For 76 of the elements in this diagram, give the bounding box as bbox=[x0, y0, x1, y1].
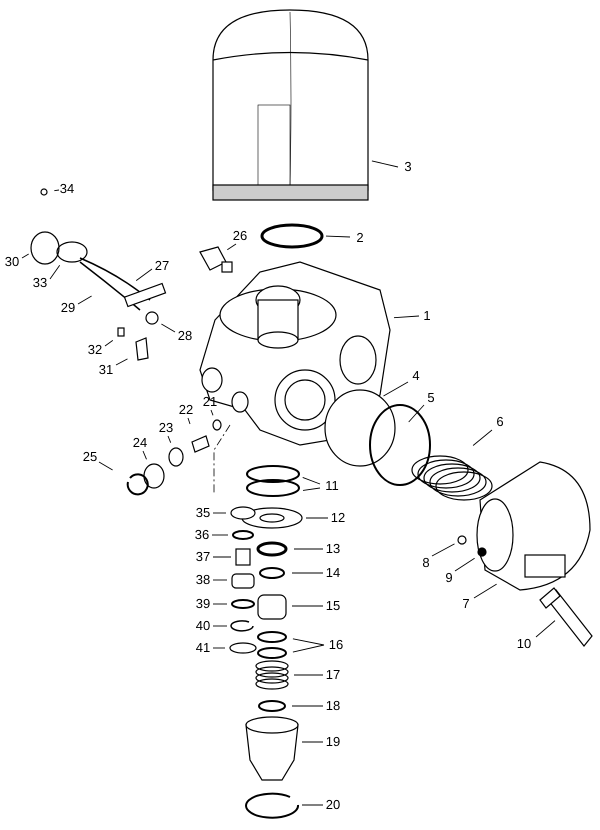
leader-line bbox=[302, 804, 324, 806]
callout-number: 40 bbox=[196, 619, 210, 633]
callout-number: 5 bbox=[427, 391, 435, 405]
callout-number: 18 bbox=[326, 699, 340, 713]
callout-number: 30 bbox=[4, 255, 20, 269]
callout-number: 3 bbox=[404, 160, 412, 174]
leader-line bbox=[160, 324, 176, 332]
callout-number: 19 bbox=[326, 735, 340, 749]
leader-line bbox=[22, 254, 30, 258]
callout-number: 15 bbox=[326, 599, 340, 613]
callout-number: 31 bbox=[98, 363, 114, 377]
callout-number: 14 bbox=[326, 566, 340, 580]
leader-line bbox=[472, 430, 492, 446]
callout-number: 25 bbox=[82, 450, 98, 464]
callout-number: 1 bbox=[423, 309, 431, 323]
leader-line bbox=[50, 264, 60, 280]
callout-number: 29 bbox=[60, 301, 76, 315]
callout-number: 8 bbox=[422, 556, 430, 570]
leader-line bbox=[474, 584, 498, 598]
leader-line bbox=[142, 450, 147, 460]
callout-number: 23 bbox=[158, 421, 174, 435]
callout-number: 34 bbox=[60, 182, 74, 196]
leader-line bbox=[98, 462, 114, 470]
callout-number: 26 bbox=[232, 229, 248, 243]
callout-number: 10 bbox=[516, 637, 532, 651]
callout-number: 13 bbox=[326, 542, 340, 556]
leader-line bbox=[226, 244, 236, 250]
leader-line bbox=[188, 418, 190, 424]
callout-number: 20 bbox=[326, 798, 340, 812]
leader-line bbox=[210, 410, 214, 416]
callout-number: 9 bbox=[445, 571, 453, 585]
leader-line bbox=[104, 340, 114, 346]
callout-number: 32 bbox=[88, 343, 102, 357]
callout-number: 41 bbox=[196, 641, 210, 655]
callout-number: 11 bbox=[325, 479, 339, 493]
leader-line bbox=[371, 160, 398, 168]
callout-number: 27 bbox=[154, 259, 170, 273]
leader-line bbox=[394, 316, 420, 318]
leader-line bbox=[292, 572, 324, 574]
leader-line bbox=[383, 382, 408, 396]
leader-line bbox=[212, 556, 232, 558]
leader-line bbox=[294, 674, 324, 676]
leader-line bbox=[292, 638, 324, 646]
callout-number: 28 bbox=[178, 329, 192, 343]
leader-line bbox=[116, 358, 128, 366]
callout-number: 12 bbox=[330, 511, 346, 525]
leader-line bbox=[54, 190, 60, 192]
callout-number: 21 bbox=[202, 395, 218, 409]
leader-line bbox=[302, 476, 320, 484]
leader-line bbox=[292, 644, 324, 653]
callout-number: 36 bbox=[194, 528, 210, 542]
callout-number: 4 bbox=[412, 369, 420, 383]
leader-line bbox=[432, 543, 455, 556]
callout-number: 35 bbox=[196, 506, 210, 520]
callout-number: 33 bbox=[32, 276, 48, 290]
leader-line bbox=[136, 268, 152, 282]
leader-line bbox=[212, 512, 226, 514]
leader-line bbox=[536, 620, 556, 638]
callout-number: 7 bbox=[462, 597, 470, 611]
callout-number: 17 bbox=[326, 668, 340, 682]
callout-number: 38 bbox=[196, 573, 210, 587]
callout-number: 2 bbox=[356, 231, 364, 245]
callout-number: 22 bbox=[178, 403, 194, 417]
callout-number: 6 bbox=[496, 415, 504, 429]
leader-line bbox=[212, 534, 228, 536]
leader-line bbox=[168, 436, 172, 444]
leader-line bbox=[302, 488, 320, 491]
leader-line bbox=[326, 236, 350, 238]
leader-line bbox=[454, 558, 476, 572]
callout-number: 24 bbox=[132, 436, 148, 450]
leader-line bbox=[294, 548, 324, 550]
leader-line bbox=[408, 404, 424, 422]
callout-number: 16 bbox=[328, 638, 344, 652]
callout-number: 39 bbox=[196, 597, 210, 611]
leader-line bbox=[78, 296, 92, 304]
callout-number: 37 bbox=[196, 550, 210, 564]
